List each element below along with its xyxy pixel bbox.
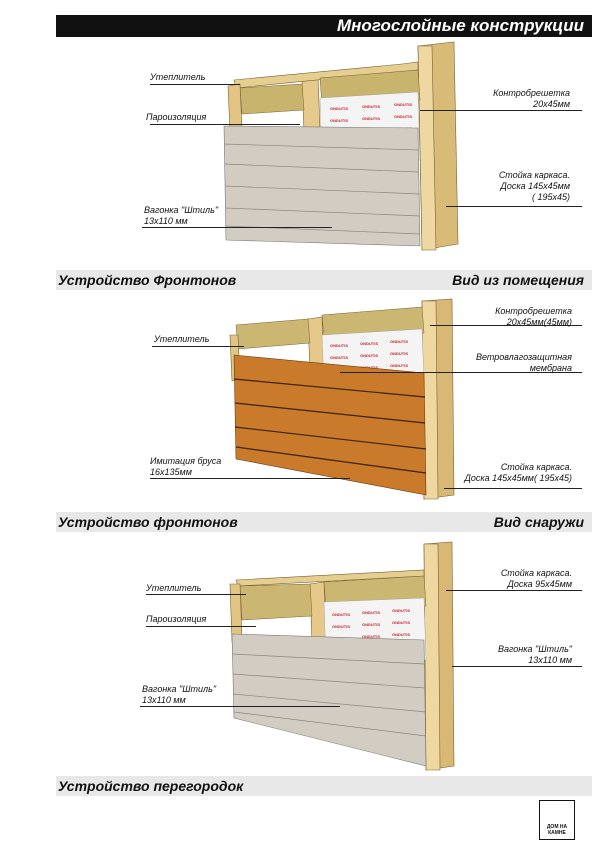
svg-text:ONDUTIS: ONDUTIS	[332, 624, 350, 629]
label-counter-2: Контробрешетка 20х45мм(45мм)	[495, 306, 572, 327]
section-left-2: Устройство фронтонов	[58, 514, 238, 530]
section-title-2: Устройство фронтонов Вид снаружи	[56, 512, 592, 532]
leader-line	[446, 590, 582, 591]
label-panel-1: Вагонка "Штиль" 13х110 мм	[144, 205, 219, 226]
leader-line	[142, 227, 332, 228]
leader-line	[146, 594, 246, 595]
label-counter-1: Контробрешетка 20х45мм	[493, 88, 570, 109]
svg-text:ONDUTIS: ONDUTIS	[360, 341, 378, 346]
leader-line	[452, 666, 582, 667]
svg-text:ONDUTIS: ONDUTIS	[360, 365, 378, 370]
section-left-1: Устройство Фронтонов	[58, 272, 237, 288]
label-insulation-2: Утеплитель	[154, 334, 210, 344]
svg-text:ONDUTIS: ONDUTIS	[394, 114, 412, 119]
section-title-1: Устройство Фронтонов Вид из помещения	[56, 270, 592, 290]
svg-text:ONDUTIS: ONDUTIS	[362, 634, 380, 639]
svg-text:ONDUTIS: ONDUTIS	[390, 363, 408, 368]
label-vapor-1: Пароизоляция	[146, 112, 207, 122]
leader-line	[420, 110, 582, 111]
section-right-1: Вид из помещения	[452, 272, 584, 288]
label-panel-3: Вагонка "Штиль" 13х110 мм	[142, 684, 217, 705]
svg-text:ONDUTIS: ONDUTIS	[392, 608, 410, 613]
label-post-1: Стойка каркаса. Доска 145х45мм ( 195х45)	[498, 170, 570, 202]
leader-line	[152, 346, 244, 347]
leader-line	[444, 488, 582, 489]
page-title: Многослойные конструкции	[56, 15, 592, 37]
label-insulation-1: Утеплитель	[150, 72, 206, 82]
svg-text:ONDUTIS: ONDUTIS	[330, 343, 348, 348]
label-post-3: Стойка каркаса. Доска 95х45мм	[500, 568, 572, 589]
svg-text:ONDUTIS: ONDUTIS	[362, 116, 380, 121]
label-insulation-3: Утеплитель	[146, 583, 202, 593]
leader-line	[150, 84, 240, 85]
svg-text:ONDUTIS: ONDUTIS	[392, 620, 410, 625]
svg-text:ONDUTIS: ONDUTIS	[390, 351, 408, 356]
leader-line	[430, 325, 582, 326]
leader-line	[140, 706, 340, 707]
label-membrane-2: Ветровлагозащитная мембрана	[475, 352, 572, 373]
leader-line	[340, 372, 582, 373]
svg-text:ONDUTIS: ONDUTIS	[362, 104, 380, 109]
svg-text:ONDUTIS: ONDUTIS	[362, 610, 380, 615]
figure-3-partition: ONDUTIS ONDUTIS ONDUTIS ONDUTIS ONDUTIS ONDU…	[229, 541, 455, 771]
section-right-2: Вид снаружи	[493, 514, 584, 530]
svg-text:ONDUTIS: ONDUTIS	[330, 118, 348, 123]
label-panel-right-3: Вагонка "Штиль" 13х110 мм	[497, 644, 572, 665]
svg-text:ONDUTIS: ONDUTIS	[394, 102, 412, 107]
svg-text:ONDUTIS: ONDUTIS	[392, 632, 410, 637]
svg-text:ONDUTIS: ONDUTIS	[362, 622, 380, 627]
figure-2-wall-outside: ONDUTIS ONDUTIS ONDUTIS ONDUTIS ONDUTIS ONDU…	[229, 298, 455, 500]
leader-line	[446, 206, 582, 207]
section-title-3: Устройство перегородок	[56, 776, 592, 796]
company-logo: ДОМ НА КАМНЕ	[539, 800, 575, 840]
svg-text:ONDUTIS: ONDUTIS	[360, 353, 378, 358]
logo-text: ДОМ НА КАМНЕ	[546, 824, 568, 836]
label-vapor-3: Пароизоляция	[146, 614, 207, 624]
section-left-3: Устройство перегородок	[58, 778, 244, 794]
svg-text:ONDUTIS: ONDUTIS	[330, 355, 348, 360]
figure-1-wall-inside: ONDUTIS ONDUTIS ONDUTIS ONDUTIS ONDUTIS ONDU…	[223, 41, 459, 251]
label-panel-2: Имитация бруса 16х135мм	[150, 456, 222, 477]
label-post-2: Стойка каркаса. Доска 145х45мм( 195х45)	[464, 462, 573, 483]
svg-text:ONDUTIS: ONDUTIS	[332, 612, 350, 617]
svg-text:ONDUTIS: ONDUTIS	[330, 106, 348, 111]
svg-text:ONDUTIS: ONDUTIS	[390, 339, 408, 344]
leader-line	[150, 478, 350, 479]
leader-line	[150, 124, 300, 125]
leader-line	[146, 626, 256, 627]
